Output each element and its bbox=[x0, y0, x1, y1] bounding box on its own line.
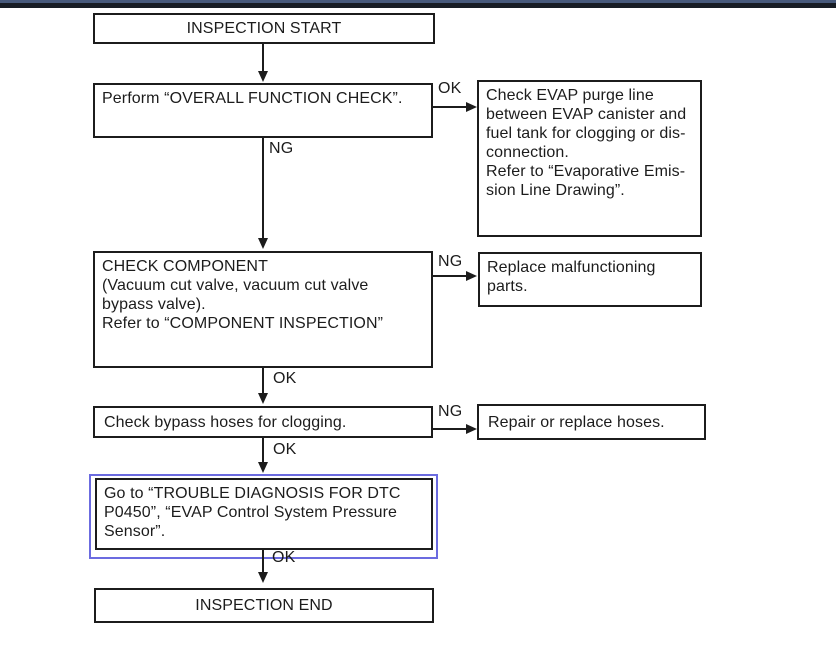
node-replace-malfunctioning-parts: Replace malfunctioning parts. bbox=[478, 252, 702, 307]
connector-line bbox=[262, 138, 264, 239]
connector-line bbox=[433, 106, 467, 108]
connector-line bbox=[433, 275, 467, 277]
node-evap-purge-line-check: Check EVAP purge line between EVAP canis… bbox=[477, 80, 702, 237]
node-repair-or-replace-hoses: Repair or replace hoses. bbox=[477, 404, 706, 440]
arrow-down-icon bbox=[258, 71, 268, 82]
edge-label-overall-ng: NG bbox=[269, 140, 294, 157]
connector-line bbox=[262, 44, 264, 72]
arrow-down-icon bbox=[258, 238, 268, 249]
node-inspection-end: INSPECTION END bbox=[94, 588, 434, 623]
node-check-component: CHECK COMPONENT (Vacuum cut valve, vacuu… bbox=[93, 251, 433, 368]
node-check-bypass-hoses: Check bypass hoses for clogging. bbox=[93, 406, 433, 438]
node-inspection-start: INSPECTION START bbox=[93, 13, 435, 44]
edge-label-goto-ok: OK bbox=[272, 549, 296, 566]
arrow-down-icon bbox=[258, 462, 268, 473]
edge-label-bypass-ok: OK bbox=[273, 441, 297, 458]
arrow-right-icon bbox=[466, 424, 477, 434]
edge-label-overall-ok: OK bbox=[438, 80, 462, 97]
edge-label-component-ok: OK bbox=[273, 370, 297, 387]
connector-line bbox=[262, 438, 264, 463]
arrow-down-icon bbox=[258, 572, 268, 583]
connector-line bbox=[262, 550, 264, 573]
arrow-right-icon bbox=[466, 102, 477, 112]
connector-line bbox=[262, 368, 264, 394]
edge-label-bypass-ng: NG bbox=[438, 403, 463, 420]
arrow-down-icon bbox=[258, 393, 268, 404]
window-top-bar bbox=[0, 0, 836, 8]
node-overall-function-check: Perform “OVERALL FUNCTION CHECK”. bbox=[93, 83, 433, 138]
arrow-right-icon bbox=[466, 271, 477, 281]
node-goto-trouble-diagnosis: Go to “TROUBLE DIAGNOSIS FOR DTC P0450”,… bbox=[95, 478, 433, 550]
connector-line bbox=[433, 428, 467, 430]
edge-label-component-ng: NG bbox=[438, 253, 463, 270]
